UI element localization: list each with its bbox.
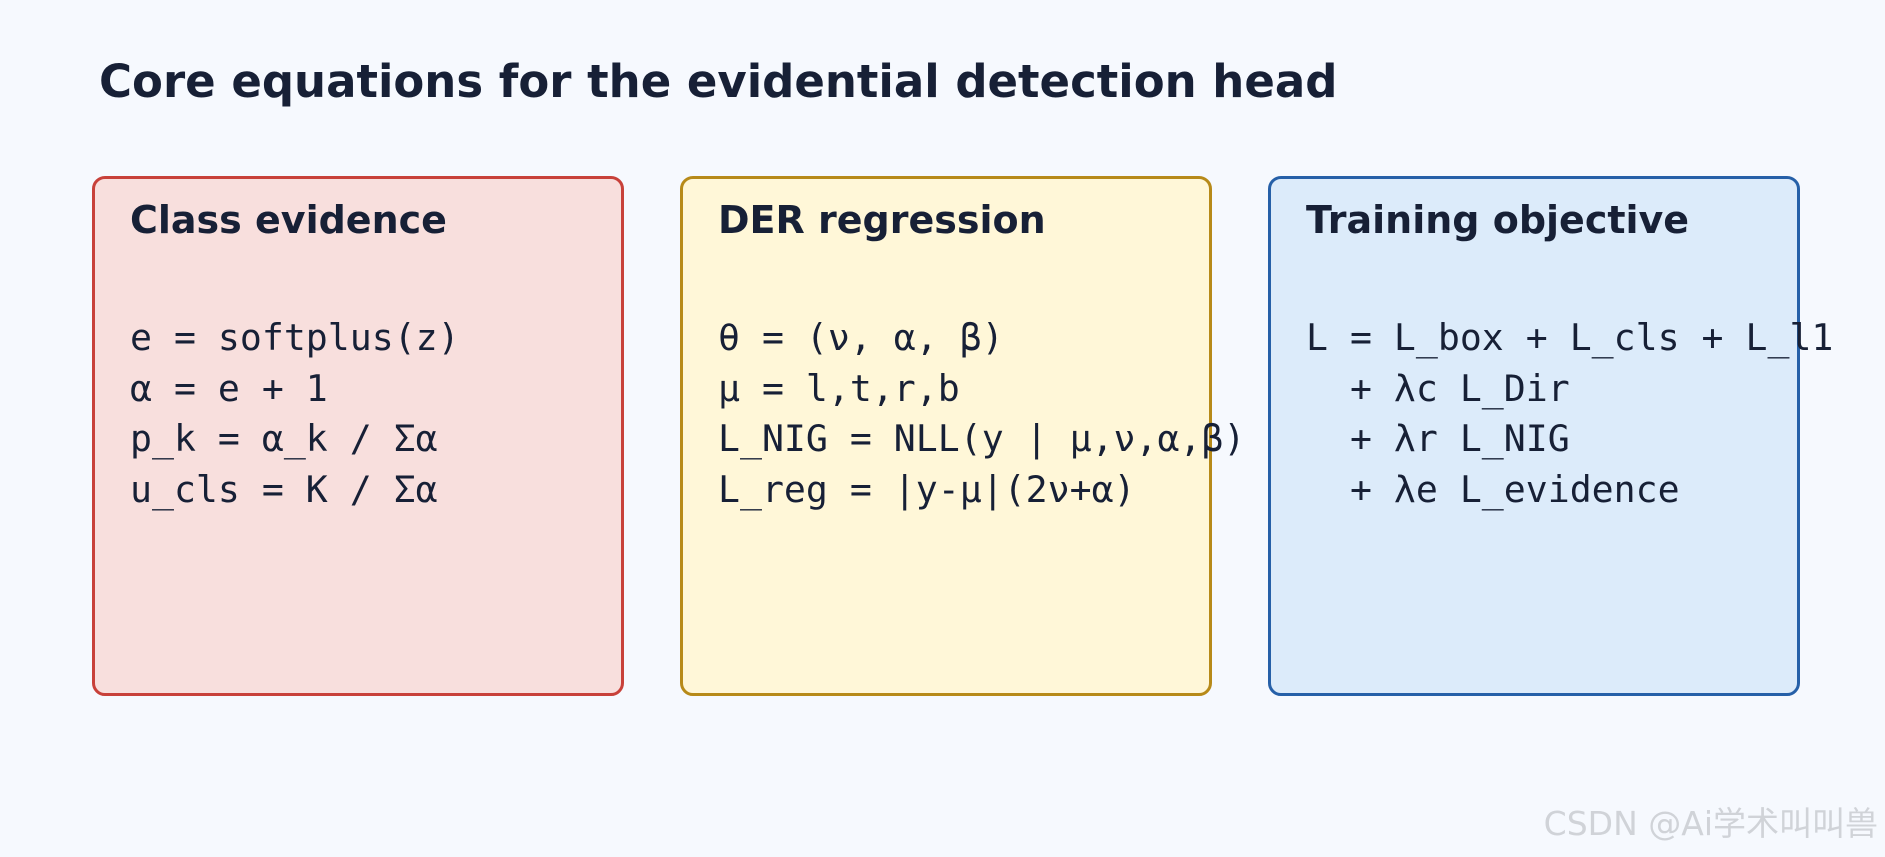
panel-der-regression: DER regression θ = (ν, α, β) μ = l,t,r,b…	[680, 176, 1245, 696]
equation-list: L = L_box + L_cls + L_l1 + λc L_Dir + λr…	[1306, 313, 1833, 515]
equation-line: L_reg = |y-μ|(2ν+α)	[718, 467, 1136, 511]
equation-line: e = softplus(z)	[130, 316, 460, 359]
panel-title: DER regression	[718, 198, 1046, 242]
equation-line: + λe L_evidence	[1306, 467, 1680, 511]
panel-training-objective: Training objective L = L_box + L_cls + L…	[1268, 176, 1833, 696]
equation-line: L = L_box + L_cls + L_l1	[1306, 316, 1834, 359]
equation-line: μ = l,t,r,b	[718, 366, 960, 410]
panel-class-evidence: Class evidence e = softplus(z) α = e + 1…	[92, 176, 624, 696]
equation-line: α = e + 1	[130, 366, 328, 410]
equation-line: p_k = α_k / Σα	[130, 417, 438, 460]
equation-line: u_cls = K / Σα	[130, 467, 438, 511]
equation-line: L_NIG = NLL(y | μ,ν,α,β)	[718, 417, 1246, 460]
equation-line: + λr L_NIG	[1306, 417, 1570, 460]
page-title: Core equations for the evidential detect…	[99, 55, 1338, 108]
equation-line: + λc L_Dir	[1306, 366, 1570, 410]
equation-line: θ = (ν, α, β)	[718, 316, 1004, 359]
panel-title: Training objective	[1306, 198, 1690, 242]
equation-list: e = softplus(z) α = e + 1 p_k = α_k / Σα…	[130, 313, 460, 515]
panel-title: Class evidence	[130, 198, 447, 242]
watermark: CSDN @Ai学术叫叫兽	[1543, 804, 1878, 843]
equation-list: θ = (ν, α, β) μ = l,t,r,b L_NIG = NLL(y …	[718, 313, 1245, 515]
